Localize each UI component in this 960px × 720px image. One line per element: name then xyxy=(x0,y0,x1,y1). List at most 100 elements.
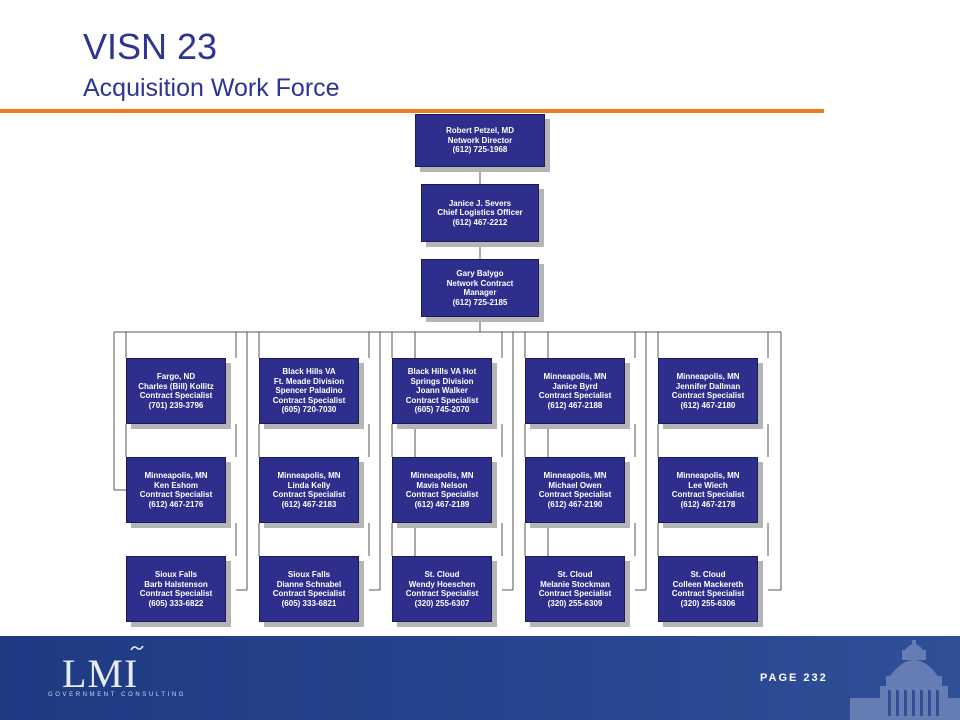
box-line: Charles (Bill) Kollitz xyxy=(138,381,214,391)
box-line: Contract Specialist xyxy=(272,490,346,499)
box-line: Lee Wiech xyxy=(688,480,728,490)
box-line: Manager xyxy=(463,288,497,297)
footer-bar xyxy=(0,636,960,720)
box-line: (320) 255-6306 xyxy=(680,598,736,608)
box-line: (605) 333-6821 xyxy=(281,598,337,608)
box-line: Sioux Falls xyxy=(154,570,198,579)
box-line: (320) 255-6309 xyxy=(547,598,603,608)
box-line: Linda Kelly xyxy=(287,480,331,490)
lmi-logo: LMI xyxy=(62,651,139,696)
box-line: (612) 467-2188 xyxy=(547,400,603,410)
box-line: Fargo, ND xyxy=(156,372,196,381)
box-line: (612) 467-2212 xyxy=(452,217,508,227)
box-line: Contract Specialist xyxy=(272,589,346,598)
box-line: Contract Specialist xyxy=(538,391,612,400)
box-line: (320) 255-6307 xyxy=(414,598,470,608)
box-line: Minneapolis, MN xyxy=(144,471,208,480)
org-connectors xyxy=(113,167,782,591)
page-subtitle: Acquisition Work Force xyxy=(83,74,340,102)
box-line: Minneapolis, MN xyxy=(277,471,341,480)
box-line: Robert Petzel, MD xyxy=(445,126,514,136)
box-line: Minneapolis, MN xyxy=(543,372,607,381)
box-line: Janice J. Severs xyxy=(448,198,512,208)
box-line: Ken Eshom xyxy=(153,480,198,490)
box-line: Network Contract xyxy=(446,278,514,288)
box-line: Sioux Falls xyxy=(287,570,331,579)
box-line: Barb Halstenson xyxy=(144,579,208,589)
box-line: Black Hills VA Hot xyxy=(407,367,477,377)
box-line: St. Cloud xyxy=(424,570,460,579)
box-line: Contract Specialist xyxy=(671,589,745,598)
box-line: Michael Owen xyxy=(548,480,602,490)
page-title: VISN 23 xyxy=(83,26,218,67)
title-divider xyxy=(0,109,824,113)
box-line: Wendy Hoeschen xyxy=(408,579,476,589)
box-line: (612) 467-2183 xyxy=(281,499,337,509)
box-line: Contract Specialist xyxy=(671,490,745,499)
box-line: Contract Specialist xyxy=(272,395,346,405)
box-line: Contract Specialist xyxy=(538,490,612,499)
box-line: (612) 467-2190 xyxy=(547,499,603,509)
box-line: Ft. Meade Division xyxy=(273,376,345,386)
box-line: Network Director xyxy=(447,135,513,145)
box-line: Minneapolis, MN xyxy=(410,471,474,480)
box-line: (605) 720-7030 xyxy=(281,405,337,415)
box-line: (612) 725-1968 xyxy=(452,145,508,155)
box-line: Contract Specialist xyxy=(139,490,213,499)
capitol-dome-icon xyxy=(850,640,960,720)
box-line: Janice Byrd xyxy=(552,381,598,391)
box-line: Spencer Paladino xyxy=(275,386,343,396)
box-line: Melanie Stockman xyxy=(540,579,610,589)
box-line: (605) 333-6822 xyxy=(148,598,204,608)
box-line: Minneapolis, MN xyxy=(676,471,740,480)
box-line: (612) 467-2180 xyxy=(680,400,736,410)
box-line: St. Cloud xyxy=(690,570,726,579)
box-line: Mavis Nelson xyxy=(416,480,468,490)
box-line: (701) 239-3796 xyxy=(148,400,204,410)
box-line: Gary Balygo xyxy=(456,269,504,278)
box-line: Contract Specialist xyxy=(538,589,612,598)
box-line: Colleen Mackereth xyxy=(672,579,744,589)
box-line: (612) 467-2176 xyxy=(148,499,204,509)
box-line: Dianne Schnabel xyxy=(276,579,342,589)
box-line: Minneapolis, MN xyxy=(543,471,607,480)
box-line: (612) 467-2178 xyxy=(680,499,736,509)
box-line: St. Cloud xyxy=(557,570,593,579)
box-line: Joann Walker xyxy=(416,386,468,396)
box-line: Contract Specialist xyxy=(405,395,479,405)
box-line: Springs Division xyxy=(410,376,474,386)
box-line: Minneapolis, MN xyxy=(676,372,740,381)
box-line: Contract Specialist xyxy=(139,391,213,400)
box-line: (605) 745-2070 xyxy=(414,405,470,415)
box-line: Contract Specialist xyxy=(405,589,479,598)
box-line: Contract Specialist xyxy=(671,391,745,400)
box-line: Jennifer Dallman xyxy=(675,381,741,391)
box-line: Chief Logistics Officer xyxy=(437,208,523,218)
box-line: Contract Specialist xyxy=(405,490,479,499)
box-line: Contract Specialist xyxy=(139,589,213,598)
box-line: (612) 467-2189 xyxy=(414,499,470,509)
logo-tilde-icon xyxy=(130,645,144,651)
page-number: PAGE 232 xyxy=(760,672,828,684)
box-line: Black Hills VA xyxy=(282,367,336,377)
logo-tagline: GOVERNMENT CONSULTING xyxy=(48,692,187,698)
box-line: (612) 725-2185 xyxy=(452,297,508,307)
